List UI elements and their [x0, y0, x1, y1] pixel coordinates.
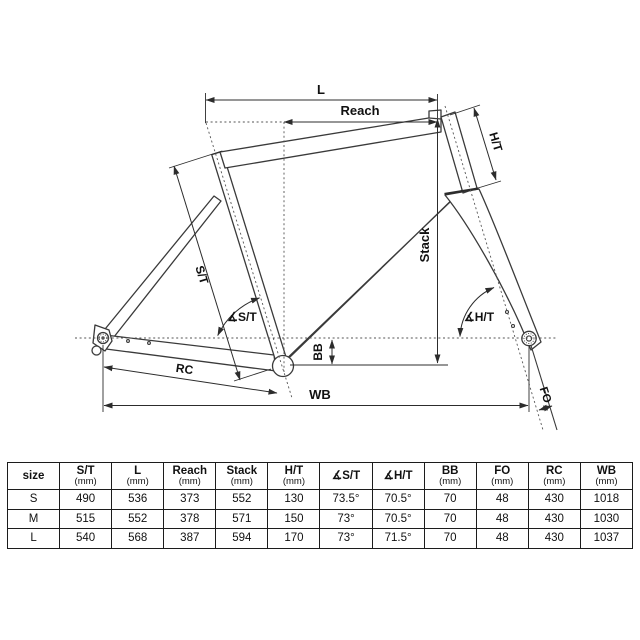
chainstay-eyelet [147, 341, 151, 345]
col-header-angle-ht: ∡H/T [371, 462, 425, 490]
geometry-table-body: S 490 536 373 552 130 73.5° 70.5° 70 48 … [6, 489, 634, 549]
value-cell: 515 [59, 508, 113, 529]
st-label: S/T [192, 264, 211, 287]
header-row: size S/T(mm) L(mm) Reach(mm) Stack(mm) H… [6, 462, 634, 490]
value-cell: 73° [319, 528, 373, 549]
st-angle-arc [217, 297, 261, 337]
value-cell: 1018 [579, 489, 634, 510]
seat-tube [211, 150, 289, 369]
value-cell: 490 [59, 489, 113, 510]
value-cell: 130 [267, 489, 321, 510]
fork-eyelet [510, 323, 516, 329]
ht-angle-label: ∡H/T [464, 310, 495, 324]
fork-offset-axle-line [528, 338, 558, 431]
value-cell: 48 [475, 528, 529, 549]
value-cell: 430 [527, 508, 581, 529]
value-cell: 70.5° [371, 489, 425, 510]
ht-dimension [473, 107, 497, 181]
frame-geometry-diagram: L Reach H/T S/T Stack BB ∡S/T ∡H/T RC WB… [75, 82, 558, 431]
fo-dimension [538, 404, 553, 412]
value-cell: 1030 [579, 508, 634, 529]
col-header-fo: FO(mm) [475, 462, 529, 490]
geometry-table: size S/T(mm) L(mm) Reach(mm) Stack(mm) H… [6, 462, 634, 549]
ht-angle-arc [457, 287, 495, 337]
reach-label: Reach [340, 103, 379, 118]
col-header-reach: Reach(mm) [163, 462, 217, 490]
top-tube [219, 115, 442, 169]
bottom-bracket-circle [271, 354, 295, 378]
construction-lines [75, 105, 558, 431]
st-top-extension [168, 150, 223, 169]
ht-top-extension [449, 104, 481, 116]
value-cell: 387 [163, 528, 217, 549]
rc-dimension [103, 365, 278, 395]
fork-blade [444, 188, 542, 351]
col-header-st: S/T(mm) [59, 462, 113, 490]
size-cell: L [6, 528, 61, 549]
value-cell: 378 [163, 508, 217, 529]
ht-label: H/T [486, 131, 505, 154]
value-cell: 73.5° [319, 489, 373, 510]
dimension-labels: L Reach H/T S/T Stack BB ∡S/T ∡H/T RC WB… [175, 82, 553, 405]
value-cell: 552 [111, 508, 165, 529]
value-cell: 568 [111, 528, 165, 549]
size-cell: S [6, 489, 61, 510]
head-tube [440, 111, 478, 194]
st-angle-label: ∡S/T [227, 310, 257, 324]
derailleur-hanger [91, 345, 102, 356]
fork-crown-line [444, 187, 479, 196]
value-cell: 48 [475, 489, 529, 510]
table-row-size-m: M 515 552 378 571 150 73° 70.5° 70 48 43… [6, 508, 634, 529]
fork-eyelet [504, 309, 510, 315]
value-cell: 1037 [579, 528, 634, 549]
col-header-ht: H/T(mm) [267, 462, 321, 490]
value-cell: 150 [267, 508, 321, 529]
value-cell: 70 [423, 508, 477, 529]
st-dimension [173, 165, 241, 381]
l-label: L [317, 82, 325, 97]
wb-label: WB [309, 387, 331, 402]
headset-spacer-step [428, 109, 442, 120]
col-header-wb: WB(mm) [579, 462, 634, 490]
seat-tube-axis-line [205, 122, 293, 399]
bb-label: BB [311, 343, 325, 361]
table-row-size-s: S 490 536 373 552 130 73.5° 70.5° 70 48 … [6, 489, 634, 510]
col-header-stack: Stack(mm) [215, 462, 269, 490]
col-header-rc: RC(mm) [527, 462, 581, 490]
value-cell: 430 [527, 489, 581, 510]
value-cell: 430 [527, 528, 581, 549]
col-header-bb: BB(mm) [423, 462, 477, 490]
col-header-l: L(mm) [111, 462, 165, 490]
value-cell: 540 [59, 528, 113, 549]
value-cell: 536 [111, 489, 165, 510]
value-cell: 70.5° [371, 508, 425, 529]
chainstay-eyelet [126, 339, 130, 343]
col-header-size: size [6, 462, 61, 490]
stack-label: Stack [417, 227, 432, 262]
rc-label: RC [175, 361, 195, 377]
table-row-size-l: L 540 568 387 594 170 73° 71.5° 70 48 43… [6, 528, 634, 549]
fo-label: FO [537, 386, 553, 405]
value-cell: 170 [267, 528, 321, 549]
value-cell: 73° [319, 508, 373, 529]
value-cell: 594 [215, 528, 269, 549]
frame-tubes [91, 109, 558, 431]
value-cell: 373 [163, 489, 217, 510]
value-cell: 571 [215, 508, 269, 529]
value-cell: 71.5° [371, 528, 425, 549]
front-axle [521, 330, 537, 347]
value-cell: 70 [423, 528, 477, 549]
size-cell: M [6, 508, 61, 529]
down-tube [276, 189, 463, 369]
value-cell: 552 [215, 489, 269, 510]
dimension-lines [102, 93, 553, 412]
ht-bottom-extension [477, 180, 502, 189]
steering-axis-line [444, 105, 544, 431]
geometry-table-header: size S/T(mm) L(mm) Reach(mm) Stack(mm) H… [6, 462, 634, 490]
value-cell: 70 [423, 489, 477, 510]
value-cell: 48 [475, 508, 529, 529]
col-header-angle-st: ∡S/T [319, 462, 373, 490]
